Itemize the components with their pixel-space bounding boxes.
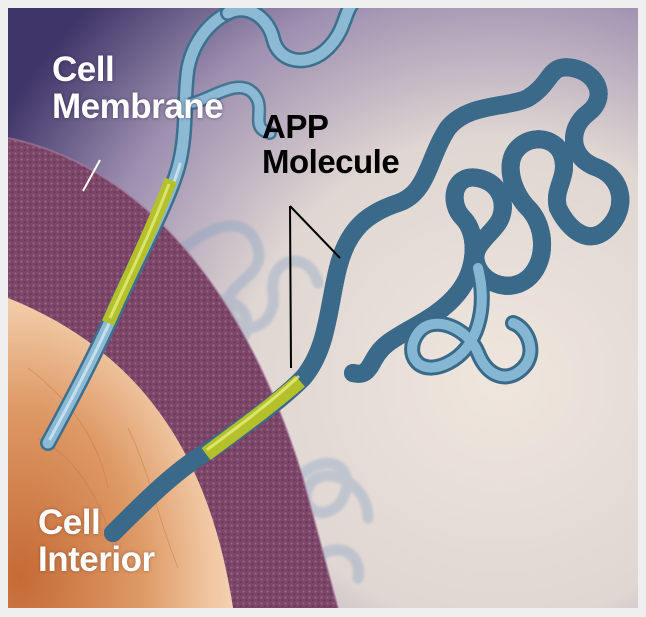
- cell-membrane-label-line-1: Cell: [52, 52, 223, 89]
- app-molecule-label: APP Molecule: [262, 110, 399, 179]
- app-molecule-label-line-2: Molecule: [262, 145, 399, 180]
- cell-interior-label-line-2: Interior: [38, 542, 155, 579]
- cell-interior-label: Cell Interior: [38, 505, 155, 579]
- app-pointer-line-1: [290, 206, 291, 368]
- app-molecule-label-line-1: APP: [262, 110, 399, 145]
- cell-interior-label-line-1: Cell: [38, 505, 155, 542]
- cell-membrane-label-line-2: Membrane: [52, 89, 223, 126]
- cell-membrane-label: Cell Membrane: [52, 52, 223, 126]
